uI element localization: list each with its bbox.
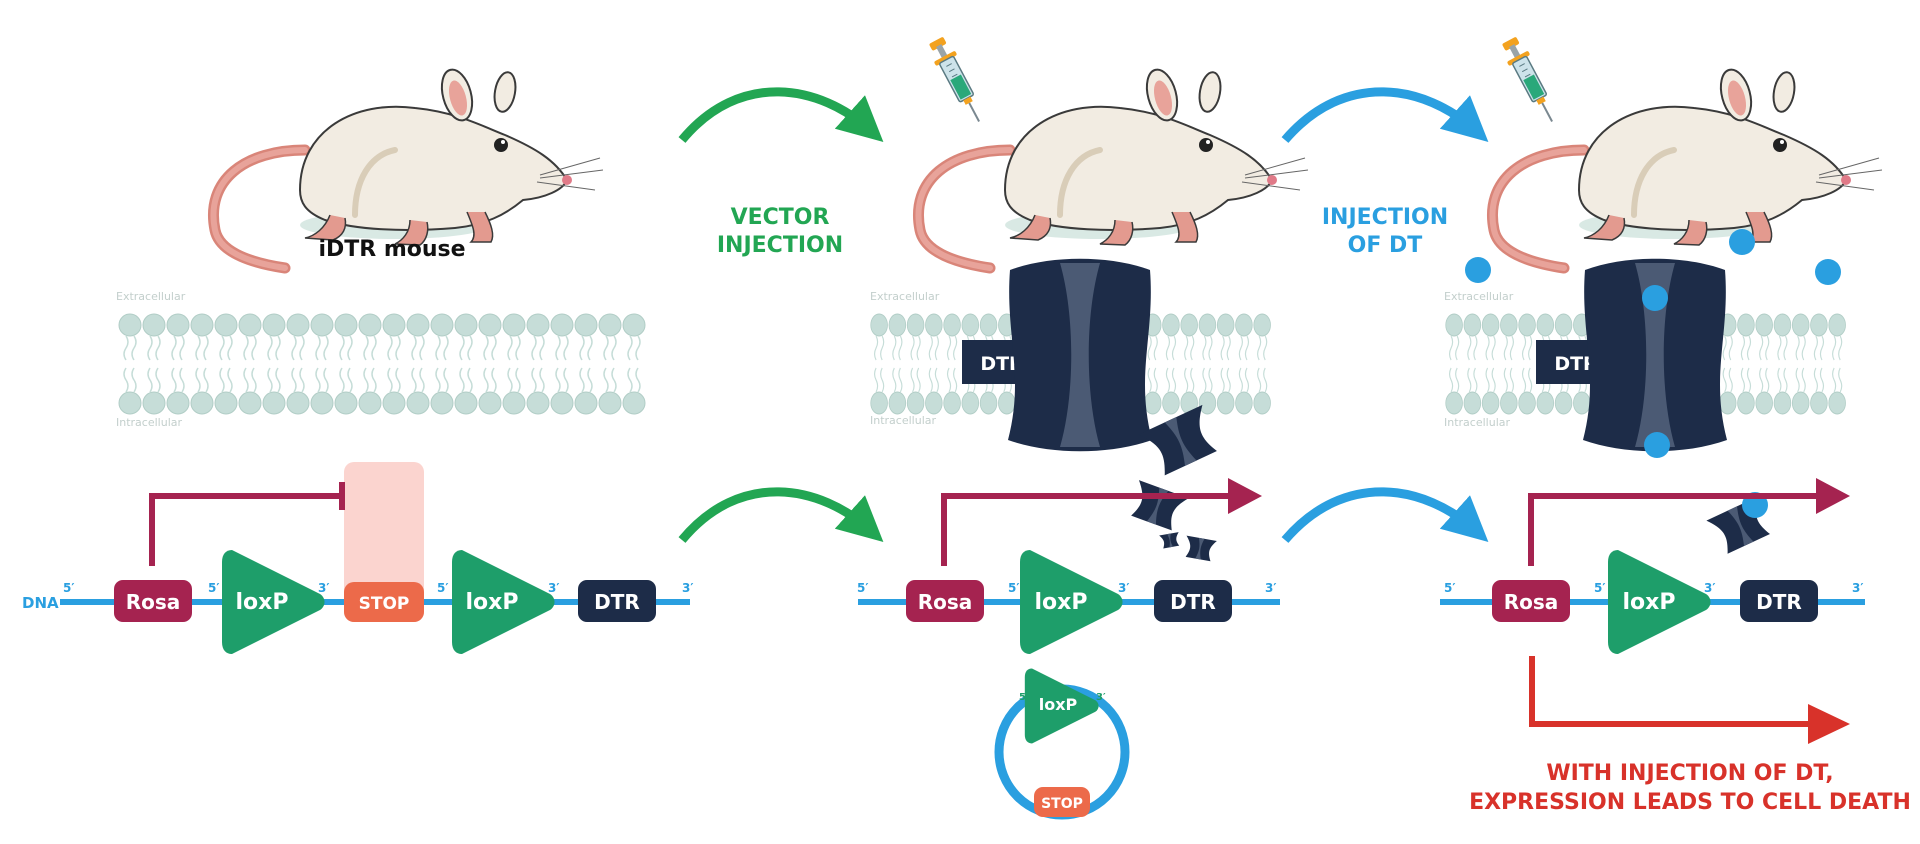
step1-line1: VECTOR — [731, 205, 830, 230]
dtr-label-3: DTR — [1756, 590, 1802, 614]
five-prime-3: 5′ — [437, 581, 449, 595]
receptor-label-2: DTR — [980, 353, 1024, 375]
three-prime-4: 3′ — [1118, 581, 1130, 595]
dt-injection-arrow-top — [1281, 87, 1489, 143]
five-prime-4: 5′ — [857, 581, 869, 595]
panel-vector: Extracellular Intracellular DTR 5′ Rosa … — [857, 33, 1308, 820]
three-prime-1: 3′ — [318, 581, 330, 595]
intracellular-label: Intracellular — [116, 416, 182, 429]
dt-ball — [1642, 285, 1668, 311]
loxp-label-4: loxP — [1623, 590, 1676, 615]
dt-ball — [1465, 257, 1491, 283]
dtr-box-1 — [578, 580, 656, 622]
dtr-box-3 — [1740, 580, 1818, 622]
stop-label-excised: STOP — [1041, 796, 1083, 812]
intracellular-label: Intracellular — [1444, 416, 1510, 429]
receptor-label-3: DTR — [1554, 353, 1598, 375]
mouse-icon — [918, 66, 1308, 268]
extracellular-label: Extracellular — [870, 290, 940, 303]
rosa-box-1 — [114, 580, 192, 622]
step2-line1: INJECTION — [1322, 205, 1448, 230]
conclusion-line2: EXPRESSION LEADS TO CELL DEATH — [1469, 790, 1911, 815]
five-prime-excised: 5′ — [1019, 692, 1029, 703]
dtr-label-2: DTR — [1170, 590, 1216, 614]
stop-box-excised — [1034, 787, 1090, 817]
receptor-icon — [1008, 258, 1152, 452]
blocked-promoter-arrow — [149, 493, 342, 566]
syringe-icon — [924, 33, 991, 129]
dt-injection-arrow-bottom — [1281, 487, 1489, 543]
step1-line2: INJECTION — [717, 233, 843, 258]
mouse-label: iDTR mouse — [318, 237, 465, 262]
rosa-box-2 — [906, 580, 984, 622]
extracellular-label: Extracellular — [1444, 290, 1514, 303]
rosa-label-2: Rosa — [918, 590, 973, 614]
loxp-label-2: loxP — [466, 590, 519, 615]
stop-label-1: STOP — [359, 594, 410, 614]
three-prime-3: 3′ — [682, 581, 694, 595]
vector-injection-arrow-bottom — [678, 487, 884, 543]
promoter-arrow-2 — [941, 493, 1230, 566]
intracellular-label: Intracellular — [870, 414, 936, 427]
loxp-label-excised: loxP — [1039, 695, 1078, 714]
vector-injection-arrow-top — [678, 87, 884, 143]
rosa-label-3: Rosa — [1504, 590, 1559, 614]
membrane-1 — [118, 313, 646, 415]
dt-molecule-icon — [1159, 532, 1181, 549]
five-prime-2: 5′ — [208, 581, 220, 595]
promoter-arrowhead-2 — [1228, 478, 1262, 514]
loxp-label-3: loxP — [1035, 590, 1088, 615]
cell-death-arrowhead — [1808, 704, 1850, 744]
three-prime-excised: 3′ — [1096, 692, 1106, 703]
dtr-box-2 — [1154, 580, 1232, 622]
promoter-arrowhead-3 — [1816, 478, 1850, 514]
dt-molecule-icon — [1138, 404, 1223, 479]
stop-box-1 — [344, 582, 424, 622]
five-prime-6: 5′ — [1444, 581, 1456, 595]
syringe-icon — [1497, 33, 1564, 129]
step2-line2: OF DT — [1348, 233, 1423, 258]
promoter-arrow-3 — [1528, 493, 1818, 566]
dt-ball — [1729, 229, 1755, 255]
mouse-icon — [1492, 66, 1882, 268]
cell-death-arrow — [1529, 656, 1812, 727]
five-prime-7: 5′ — [1594, 581, 1606, 595]
dtr-label-1: DTR — [594, 590, 640, 614]
dt-ball — [1644, 432, 1670, 458]
panel-original: iDTR mouse Extracellular Intracellular D… — [22, 66, 694, 654]
rosa-box-3 — [1492, 580, 1570, 622]
five-prime-1: 5′ — [63, 581, 75, 595]
rosa-label-1: Rosa — [126, 590, 181, 614]
dna-label: DNA — [22, 594, 59, 612]
conclusion-line1: WITH INJECTION OF DT, — [1546, 761, 1833, 786]
dt-ball — [1815, 259, 1841, 285]
panel-dt: Extracellular Intracellular DTR 5′ Rosa … — [1440, 33, 1911, 815]
dt-molecule-icon — [1182, 535, 1217, 562]
three-prime-2: 3′ — [548, 581, 560, 595]
three-prime-5: 3′ — [1265, 581, 1277, 595]
three-prime-7: 3′ — [1852, 581, 1864, 595]
three-prime-6: 3′ — [1704, 581, 1716, 595]
loxp-label-1: loxP — [236, 590, 289, 615]
dt-molecule-icon — [1126, 480, 1189, 533]
extracellular-label: Extracellular — [116, 290, 186, 303]
five-prime-5: 5′ — [1008, 581, 1020, 595]
